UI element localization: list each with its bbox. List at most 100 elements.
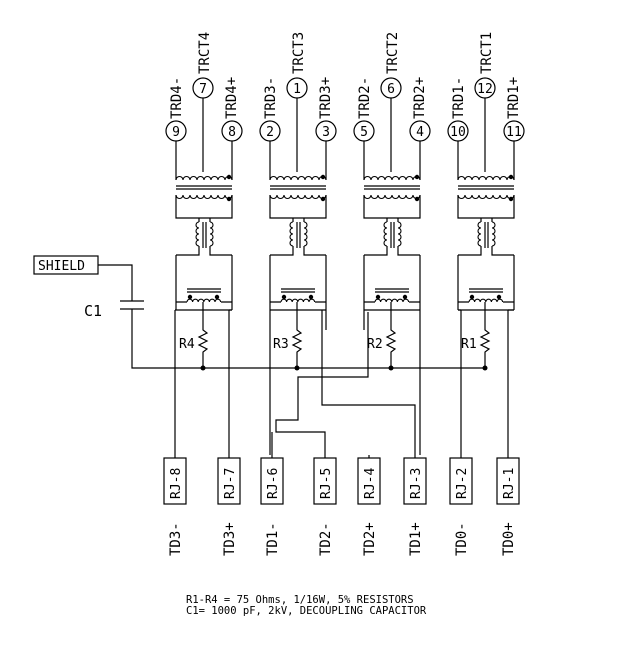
junction-dot	[482, 365, 488, 371]
bobbin-frame	[363, 195, 421, 219]
polarity-dot	[414, 174, 420, 180]
choke-winding-right	[397, 221, 402, 247]
shield-label: SHIELD	[38, 259, 85, 274]
side-rail	[269, 255, 327, 310]
note-capacitor: C1= 1000 pF, 2kV, DECOUPLING CAPACITOR	[186, 605, 427, 617]
cm-winding	[186, 298, 222, 303]
polarity-dot	[508, 174, 514, 180]
channel-label-minus: TRD2-	[357, 77, 373, 119]
resistor-R4	[197, 310, 209, 368]
polarity-dot	[226, 196, 232, 202]
channel-label-plus: TRD1+	[506, 77, 522, 119]
resistor-label: R3	[273, 337, 289, 352]
pin-number: 1	[293, 82, 301, 97]
note-resistors: R1-R4 = 75 Ohms, 1/16W, 5% RESISTORS	[186, 594, 414, 606]
pin-number: 5	[360, 125, 368, 140]
side-rail	[363, 255, 421, 310]
polarity-dot	[281, 294, 287, 300]
rj-box	[313, 457, 337, 505]
rj-box	[496, 457, 520, 505]
bobbin-frame	[457, 195, 515, 219]
rj-box	[403, 457, 427, 505]
rj-signal-label: TD1+	[408, 522, 424, 556]
winding-top-secondary	[457, 194, 515, 200]
rj-box	[260, 457, 284, 505]
pin-number: 8	[228, 125, 236, 140]
rj-signal-label: TD2-	[318, 522, 334, 556]
cm-lead	[364, 301, 420, 310]
channel-label-ct: TRCT2	[385, 32, 401, 74]
polarity-dot	[308, 294, 314, 300]
ch2-rail-extension	[269, 310, 327, 455]
choke-winding-left	[195, 221, 200, 247]
choke-winding-right	[209, 221, 214, 247]
rj-signal-label: TD2+	[362, 522, 378, 556]
channel-label-minus: TRD1-	[451, 77, 467, 119]
winding-top-primary	[269, 175, 327, 181]
channel-label-ct: TRCT3	[291, 32, 307, 74]
choke-lead	[176, 218, 232, 256]
resistor-R3	[291, 310, 303, 368]
pin-lead	[457, 98, 515, 172]
winding-top-secondary	[269, 194, 327, 200]
polarity-dot	[414, 196, 420, 202]
rj-box-label: RJ-6	[266, 468, 281, 499]
rj-box	[357, 457, 381, 505]
choke-winding-left	[289, 221, 294, 247]
pin-number: 9	[172, 125, 180, 140]
channel-label-plus: TRD4+	[224, 77, 240, 119]
resistor-R1	[479, 310, 491, 368]
rj-signal-label: TD3+	[222, 522, 238, 556]
channel-label-ct: TRCT1	[479, 32, 495, 74]
polarity-dot	[187, 294, 193, 300]
rj-box-label: RJ-4	[363, 468, 378, 499]
rj-signal-label: TD0-	[454, 522, 470, 556]
resistor-label: R2	[367, 337, 383, 352]
pin-number: 3	[322, 125, 330, 140]
crossover-wire-a	[275, 312, 369, 455]
winding-lead	[363, 170, 421, 180]
rj-box	[163, 457, 187, 505]
rj-box	[449, 457, 473, 505]
capacitor-label: C1	[84, 302, 102, 320]
channel-label-minus: TRD4-	[169, 77, 185, 119]
choke-winding-left	[383, 221, 388, 247]
choke-winding-right	[303, 221, 308, 247]
winding-top-primary	[363, 175, 421, 181]
resistor-label: R1	[461, 337, 477, 352]
pin-number: 4	[416, 125, 424, 140]
cm-lead	[176, 301, 232, 310]
polarity-dot	[320, 196, 326, 202]
common-ground-bus	[131, 309, 487, 369]
polarity-dot	[469, 294, 475, 300]
cm-lead	[270, 301, 326, 310]
pin-number: 11	[506, 125, 522, 140]
cm-lead	[458, 301, 514, 310]
ch3-rail-extension	[363, 310, 421, 455]
rj-signal-label: TD0+	[501, 522, 517, 556]
choke-lead	[364, 218, 420, 256]
pin-number: 12	[477, 82, 493, 97]
polarity-dot	[496, 294, 502, 300]
winding-top-secondary	[175, 194, 233, 200]
rj-box	[217, 457, 241, 505]
choke-lead	[270, 218, 326, 256]
resistor-R2	[385, 310, 397, 368]
channel-label-minus: TRD3-	[263, 77, 279, 119]
rj-box-label: RJ-7	[223, 468, 238, 499]
polarity-dot	[375, 294, 381, 300]
choke-winding-left	[477, 221, 482, 247]
winding-lead	[175, 170, 233, 180]
bobbin-frame	[269, 195, 327, 219]
polarity-dot	[402, 294, 408, 300]
polarity-dot	[214, 294, 220, 300]
